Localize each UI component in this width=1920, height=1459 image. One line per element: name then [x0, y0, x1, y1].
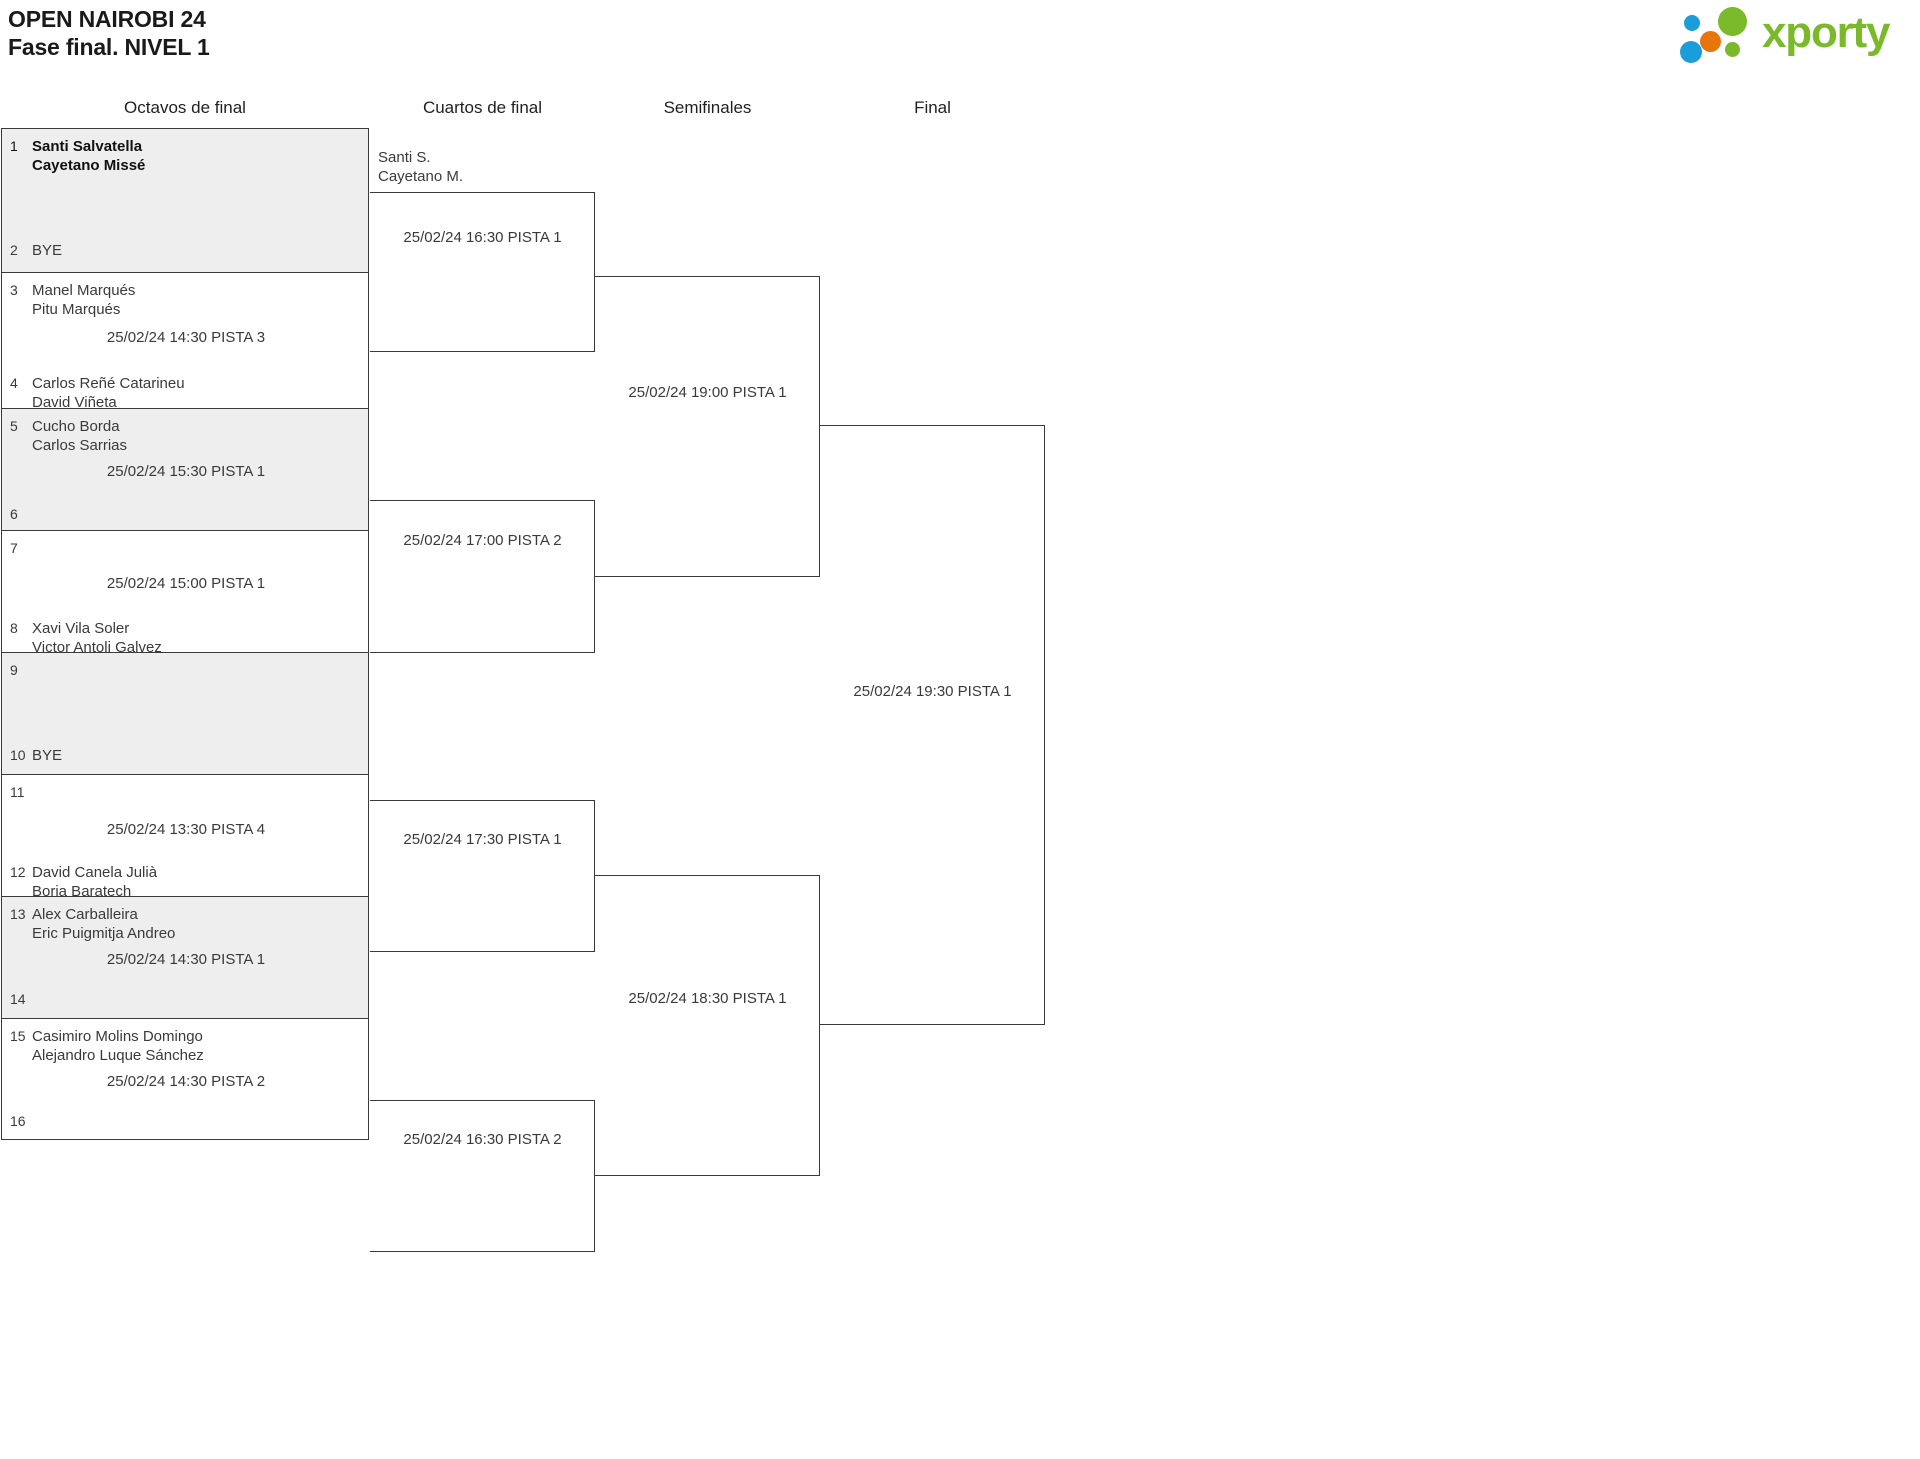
- seed-players: Casimiro Molins Domingo Alejandro Luque …: [32, 1028, 204, 1064]
- seed-number: 2: [10, 242, 18, 258]
- sf-match-1-time: 25/02/24 19:00 PISTA 1: [628, 384, 787, 401]
- seed-number: 1: [10, 138, 18, 154]
- seed-entry-3[interactable]: 3 Manel Marqués Pitu Marqués: [2, 281, 370, 319]
- round-header-octavos: Octavos de final: [124, 98, 246, 117]
- seed-number: 10: [10, 747, 26, 763]
- seed-number: 5: [10, 418, 18, 434]
- seed-players: David Canela Julià Borja Baratech: [32, 864, 158, 900]
- seed-number: 16: [10, 1113, 26, 1129]
- match-time: 25/02/24 15:00 PISTA 1: [106, 575, 266, 592]
- seed-entry-1[interactable]: 1 Santi Salvatella Cayetano Missé: [2, 137, 370, 175]
- seed-entry-2[interactable]: 2 BYE: [2, 241, 370, 260]
- qf-match-3-time: 25/02/24 17:30 PISTA 1: [403, 831, 562, 848]
- logo-dot-blue-large-icon: [1680, 41, 1702, 63]
- match-time: 25/02/24 13:30 PISTA 4: [106, 821, 266, 838]
- seed-players: Carlos Reñé Catarineu David Viñeta: [32, 375, 185, 411]
- seed-players: Cucho Borda Carlos Sarrias: [32, 418, 128, 454]
- logo-dot-orange-icon: [1700, 31, 1721, 52]
- seed-entry-9[interactable]: 9: [2, 661, 370, 680]
- seed-entry-5[interactable]: 5 Cucho Borda Carlos Sarrias: [2, 417, 370, 455]
- seed-number: 11: [10, 784, 25, 800]
- seed-number: 13: [10, 906, 26, 922]
- final-match-box[interactable]: [820, 425, 1045, 1025]
- seed-entry-11[interactable]: 11: [2, 783, 370, 802]
- seed-number: 4: [10, 375, 18, 391]
- r16-match-1[interactable]: 1 Santi Salvatella Cayetano Missé 2 BYE: [1, 128, 369, 272]
- seed-players: Manel Marqués Pitu Marqués: [32, 282, 136, 318]
- logo-dot-blue-small-icon: [1684, 15, 1700, 31]
- seed-players: Xavi Vila Soler Victor Antoli Galvez: [32, 620, 162, 656]
- round-header-final: Final: [914, 98, 951, 117]
- seed-entry-8[interactable]: 8 Xavi Vila Soler Victor Antoli Galvez: [2, 619, 370, 657]
- seed-entry-12[interactable]: 12 David Canela Julià Borja Baratech: [2, 863, 370, 901]
- round-header-cuartos: Cuartos de final: [422, 98, 543, 117]
- seed-number: 6: [10, 506, 18, 522]
- qf-match-2-box[interactable]: [370, 500, 595, 653]
- seed-number: 3: [10, 282, 18, 298]
- seed-entry-10[interactable]: 10 BYE: [2, 746, 370, 765]
- qf-match-4-box[interactable]: [370, 1100, 595, 1252]
- qf-match-3-box[interactable]: [370, 800, 595, 952]
- seed-entry-14[interactable]: 14: [2, 990, 370, 1009]
- qf-match-2-time: 25/02/24 17:00 PISTA 2: [403, 532, 562, 549]
- seed-entry-7[interactable]: 7: [2, 539, 370, 558]
- round-header-semifinales: Semifinales: [663, 98, 752, 117]
- final-match-time: 25/02/24 19:30 PISTA 1: [853, 683, 1012, 700]
- match-time: 25/02/24 14:30 PISTA 2: [106, 1073, 266, 1090]
- qf-match-1-box[interactable]: [370, 192, 595, 352]
- seed-entry-6[interactable]: 6: [2, 505, 370, 524]
- sf-match-2-time: 25/02/24 18:30 PISTA 1: [628, 990, 787, 1007]
- sf-match-1-box[interactable]: [595, 276, 820, 577]
- seed-number: 7: [10, 540, 18, 556]
- seed-players: BYE: [32, 242, 63, 259]
- seed-number: 15: [10, 1028, 26, 1044]
- page-title: OPEN NAIROBI 24: [8, 6, 206, 32]
- r16-match-5[interactable]: 9 10 BYE: [1, 652, 369, 774]
- seed-entry-13[interactable]: 13 Alex Carballeira Eric Puigmitja Andre…: [2, 905, 370, 943]
- qf-match-1-time: 25/02/24 16:30 PISTA 1: [403, 229, 562, 246]
- match-time: 25/02/24 15:30 PISTA 1: [106, 463, 266, 480]
- r16-match-2[interactable]: 3 Manel Marqués Pitu Marqués 25/02/24 14…: [1, 272, 370, 411]
- sf-match-2-box[interactable]: [595, 875, 820, 1176]
- qf-match-1-advanced: Santi S. Cayetano M.: [378, 149, 464, 185]
- r16-match-4[interactable]: 7 25/02/24 15:00 PISTA 1 8 Xavi Vila Sol…: [1, 530, 370, 656]
- logo-dot-green-small-icon: [1725, 42, 1740, 57]
- seed-number: 14: [10, 991, 26, 1007]
- r16-match-8[interactable]: 15 Casimiro Molins Domingo Alejandro Luq…: [1, 1018, 369, 1140]
- r16-match-6[interactable]: 11 25/02/24 13:30 PISTA 4 12 David Canel…: [1, 774, 370, 900]
- r16-match-7[interactable]: 13 Alex Carballeira Eric Puigmitja Andre…: [1, 896, 369, 1018]
- seed-entry-16[interactable]: 16: [2, 1112, 370, 1131]
- seed-entry-15[interactable]: 15 Casimiro Molins Domingo Alejandro Luq…: [2, 1027, 370, 1065]
- logo-dot-green-large-icon: [1718, 7, 1747, 36]
- match-time: 25/02/24 14:30 PISTA 3: [106, 329, 266, 346]
- r16-match-3[interactable]: 5 Cucho Borda Carlos Sarrias 25/02/24 15…: [1, 408, 369, 530]
- seed-entry-4[interactable]: 4 Carlos Reñé Catarineu David Viñeta: [2, 374, 370, 412]
- seed-number: 9: [10, 662, 18, 678]
- page-subtitle: Fase final. NIVEL 1: [8, 34, 210, 60]
- seed-number: 12: [10, 864, 26, 880]
- seed-players: Santi Salvatella Cayetano Missé: [32, 138, 146, 174]
- logo-wordmark: xporty: [1762, 8, 1890, 57]
- seed-players: BYE: [32, 747, 63, 764]
- match-time: 25/02/24 14:30 PISTA 1: [106, 951, 266, 968]
- seed-number: 8: [10, 620, 18, 636]
- seed-players: Alex Carballeira Eric Puigmitja Andreo: [32, 906, 176, 942]
- xporty-logo: xporty: [1680, 5, 1910, 63]
- qf-match-4-time: 25/02/24 16:30 PISTA 2: [403, 1131, 562, 1148]
